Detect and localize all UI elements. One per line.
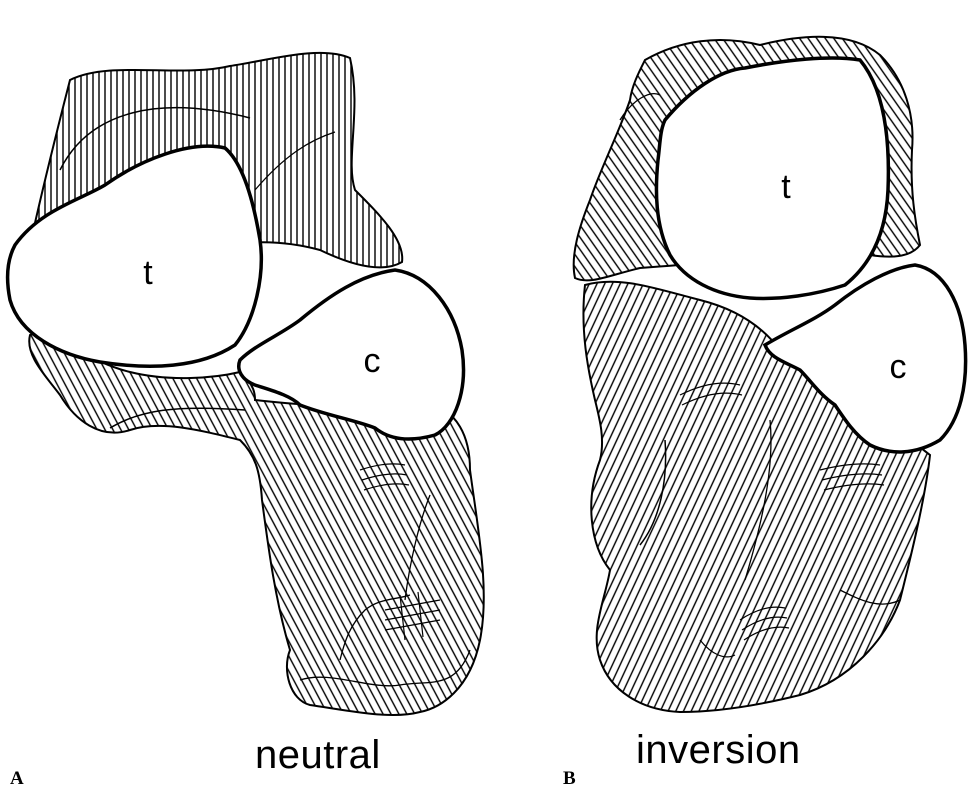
panel-b-talus bbox=[656, 58, 888, 298]
panel-a-drawing: t c bbox=[8, 53, 484, 715]
panel-b-letter: B bbox=[563, 768, 576, 790]
panel-a-letter: A bbox=[10, 768, 24, 790]
panel-b-caption: inversion bbox=[636, 728, 801, 773]
panel-a-calcaneus-label: c bbox=[364, 342, 381, 380]
panel-b-talus-label: t bbox=[781, 168, 791, 206]
panel-a-talus-label: t bbox=[143, 254, 153, 292]
panel-a-caption: neutral bbox=[255, 733, 381, 778]
panel-b-drawing: t c bbox=[574, 37, 966, 712]
panel-b-calcaneus-label: c bbox=[890, 348, 907, 386]
